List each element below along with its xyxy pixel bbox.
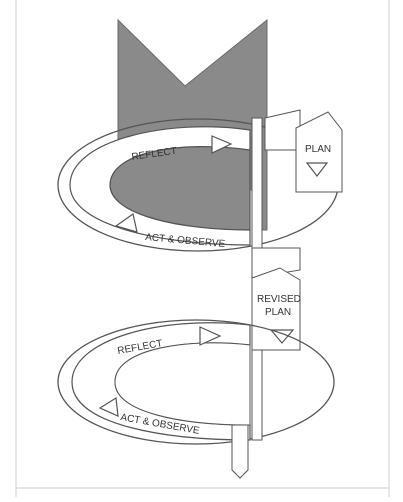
cycle-2-inner bbox=[114, 342, 251, 426]
cycle-2-outer-ring bbox=[57, 319, 335, 445]
reflect-arrow-icon bbox=[211, 135, 233, 154]
act-observe-arrow-icon bbox=[114, 212, 138, 233]
revised-plan-label-line1: REVISED bbox=[257, 294, 301, 305]
connector-band-upper bbox=[251, 247, 301, 279]
revised-plan-label-line2: PLAN bbox=[265, 307, 291, 318]
revised-plan-arrow-icon bbox=[269, 329, 295, 344]
cycle-1-plan-band bbox=[264, 109, 301, 151]
cycle-2-reflect-arrow-icon bbox=[199, 326, 222, 346]
cycle-2-exit-strip bbox=[231, 424, 249, 479]
plan-chevron bbox=[295, 111, 343, 193]
cycle-1-band-fill bbox=[69, 126, 251, 246]
cycle-2-act-observe-arrow-icon bbox=[98, 396, 119, 417]
cycle-2-right-strip bbox=[251, 349, 263, 441]
plan-arrow-icon bbox=[305, 162, 329, 177]
cycle-1-plan-label: PLAN bbox=[305, 144, 331, 155]
